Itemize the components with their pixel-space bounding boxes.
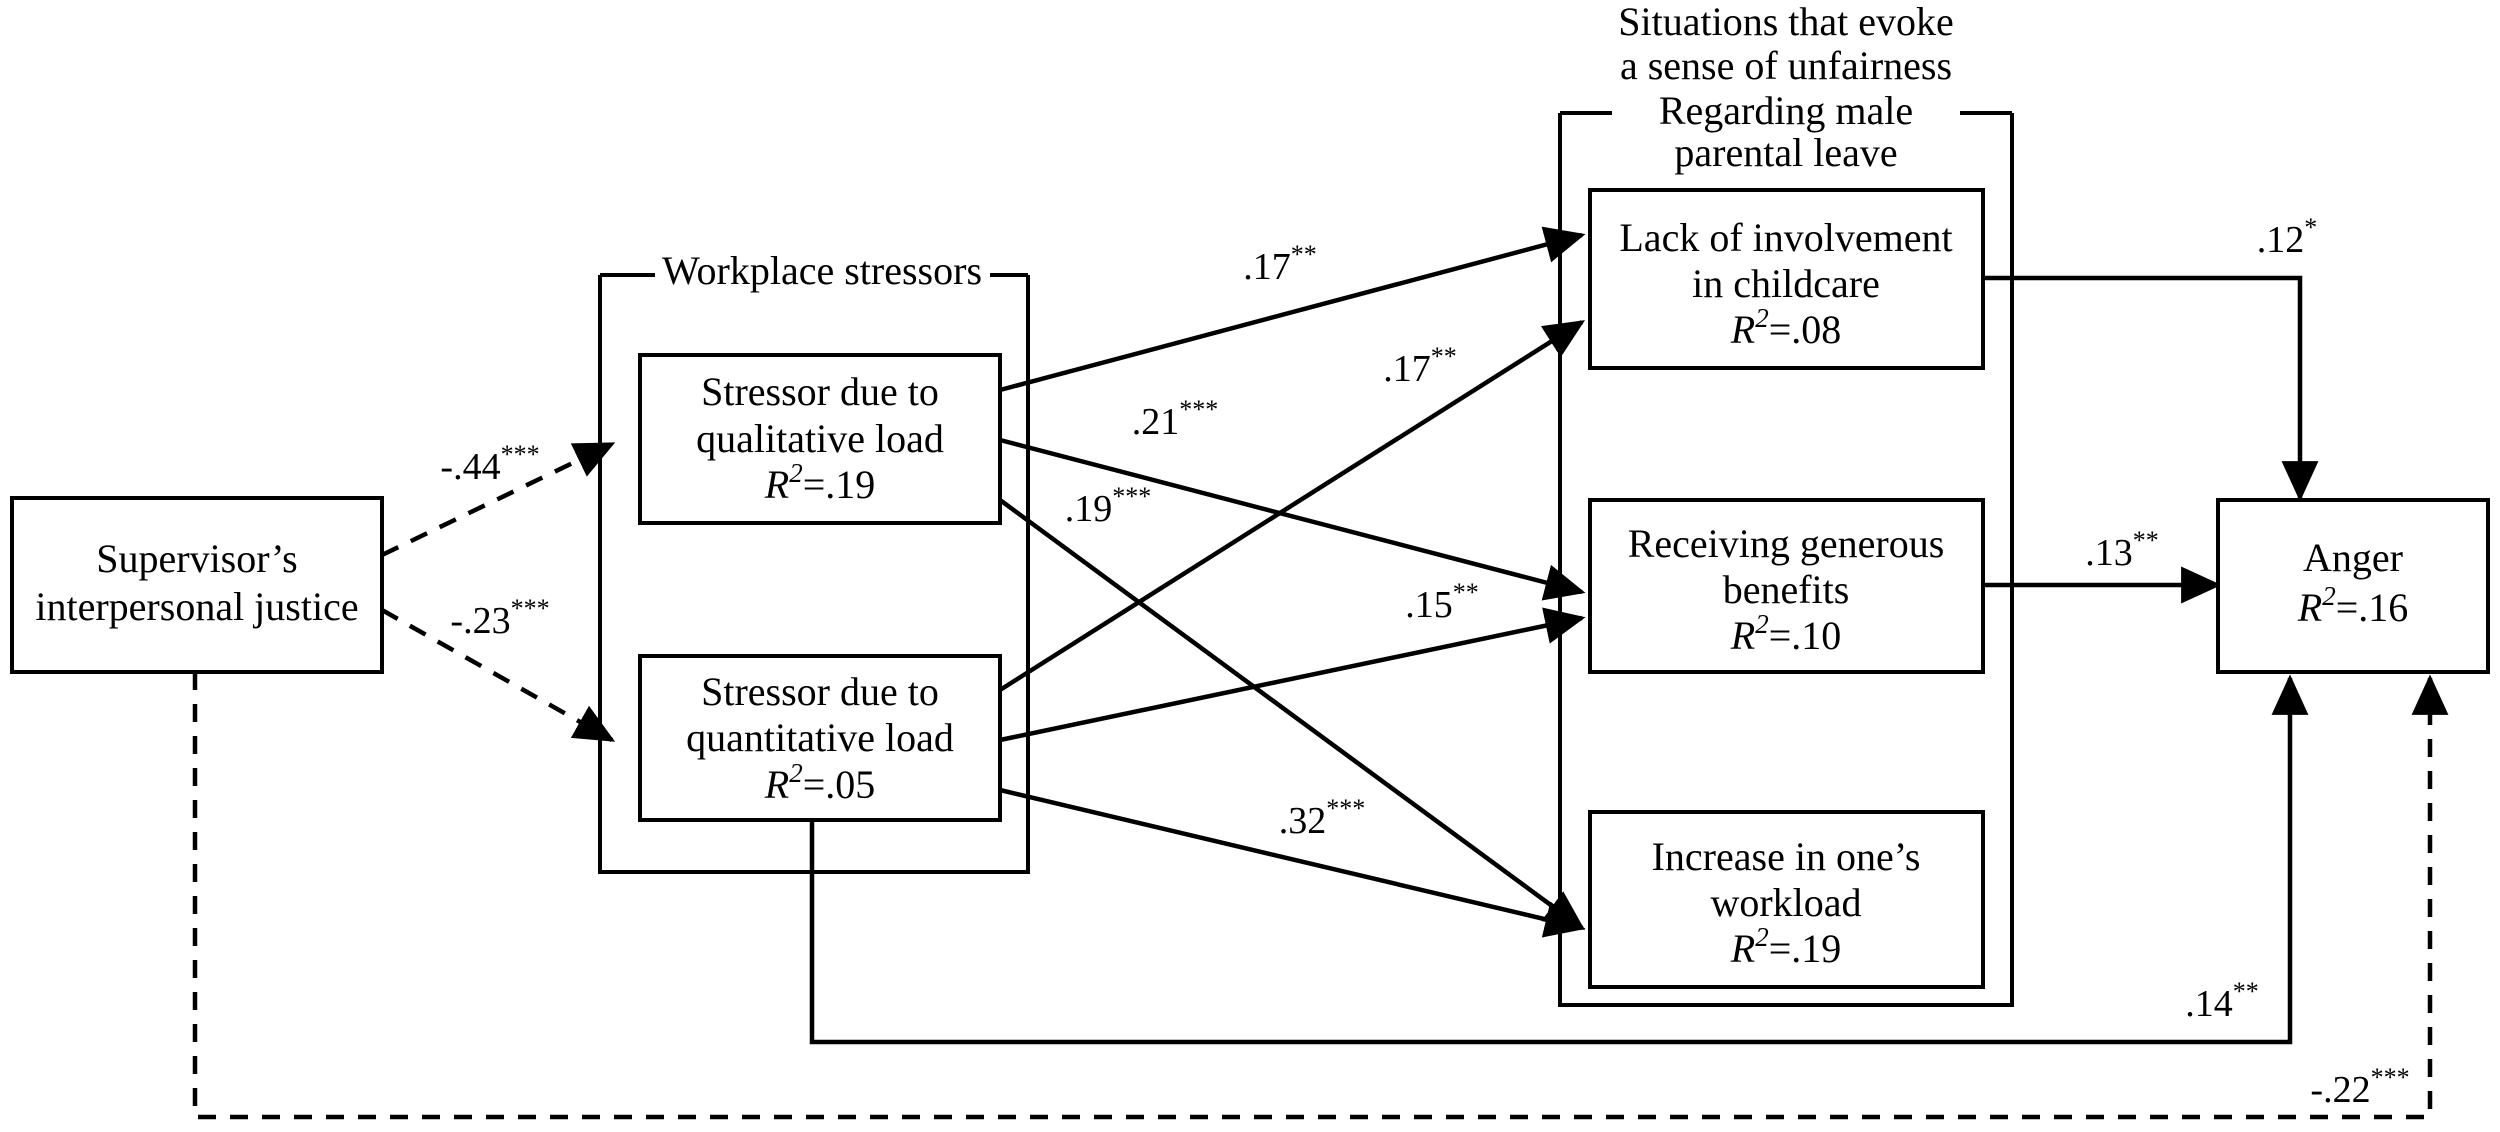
- coef-label-qual-benefits: .21***: [1132, 395, 1219, 443]
- node-label-qualitative-line2: qualitative load: [696, 416, 944, 461]
- node-box-quantitative[interactable]: [638, 654, 1002, 822]
- coef-label-quant-childcare: .17**: [1383, 342, 1457, 390]
- node-label-qualitative-line1: Stressor due to: [701, 369, 939, 414]
- node-r2-benefits: R2=.10: [1730, 609, 1842, 658]
- group-label-situations-line4: parental leave: [1674, 130, 1897, 175]
- node-label-supervisor-line2: interpersonal justice: [35, 584, 358, 629]
- path-line-qual-childcare: [999, 226, 1586, 393]
- node-label-workload-line1: Increase in one’s: [1652, 834, 1921, 879]
- node-box-supervisor[interactable]: [10, 496, 384, 674]
- coef-label-childcare-anger: .12*: [2257, 213, 2318, 261]
- node-box-anger[interactable]: [2216, 498, 2490, 674]
- node-r2-workload: R2=.19: [1730, 922, 1842, 971]
- node-label-childcare-line2: in childcare: [1692, 261, 1880, 306]
- coef-label-sup-quant: -.23***: [450, 594, 549, 642]
- path-line-quant-childcare: [998, 320, 1586, 692]
- coef-label-quant-workload: .32***: [1279, 794, 1366, 842]
- node-label-quantitative-line1: Stressor due to: [701, 669, 939, 714]
- coef-label-qual-workload: .19***: [1065, 482, 1152, 530]
- coef-label-quant-benefits: .15**: [1405, 578, 1479, 626]
- node-r2-quantitative: R2=.05: [764, 758, 876, 807]
- node-box-qualitative[interactable]: [638, 353, 1002, 525]
- node-box-benefits[interactable]: [1588, 498, 1985, 674]
- path-line-quant-workload: [999, 787, 1586, 938]
- path-line-quant-anger: [809, 674, 2309, 1045]
- node-label-benefits-line1: Receiving generous: [1628, 521, 1945, 566]
- node-label-supervisor-line1: Supervisor’s: [96, 536, 297, 581]
- path-line-quant-benefits: [999, 607, 1586, 743]
- path-line-childcare-anger: [1983, 275, 2319, 502]
- group-label-workplace-stressors: Workplace stressors: [662, 248, 982, 293]
- group-frame-situations: [1558, 111, 2014, 1007]
- coef-label-qual-childcare: .17**: [1243, 240, 1317, 288]
- coef-label-benefits-anger: .13**: [2085, 526, 2159, 574]
- group-label-situations-line3: Regarding male: [1659, 88, 1913, 133]
- path-line-qual-workload: [998, 498, 1585, 931]
- path-line-sup-qual: [381, 441, 616, 558]
- node-r2-childcare: R2=.08: [1730, 303, 1842, 352]
- path-line-sup-anger: [192, 672, 2449, 1120]
- node-label-quantitative-line2: quantitative load: [686, 715, 954, 760]
- node-label-workload-line2: workload: [1710, 880, 1861, 925]
- path-line-sup-quant: [380, 608, 616, 742]
- coef-label-sup-qual: -.44***: [440, 440, 539, 488]
- node-box-childcare[interactable]: [1588, 188, 1985, 370]
- node-box-workload[interactable]: [1588, 810, 1985, 989]
- node-label-benefits-line2: benefits: [1723, 567, 1850, 612]
- coef-label-quant-anger: .14**: [2185, 977, 2259, 1025]
- node-r2-qualitative: R2=.19: [764, 458, 876, 507]
- coef-label-sup-anger: -.22***: [2310, 1063, 2409, 1111]
- group-label-situations-line2: a sense of unfairness: [1620, 43, 1952, 88]
- node-r2-anger: R2=.16: [2297, 581, 2409, 630]
- path-line-qual-benefits: [999, 437, 1586, 601]
- node-label-childcare-line1: Lack of involvement: [1619, 215, 1952, 260]
- node-label-anger-line1: Anger: [2303, 535, 2403, 580]
- group-label-situations-line1: Situations that evoke: [1618, 0, 1954, 44]
